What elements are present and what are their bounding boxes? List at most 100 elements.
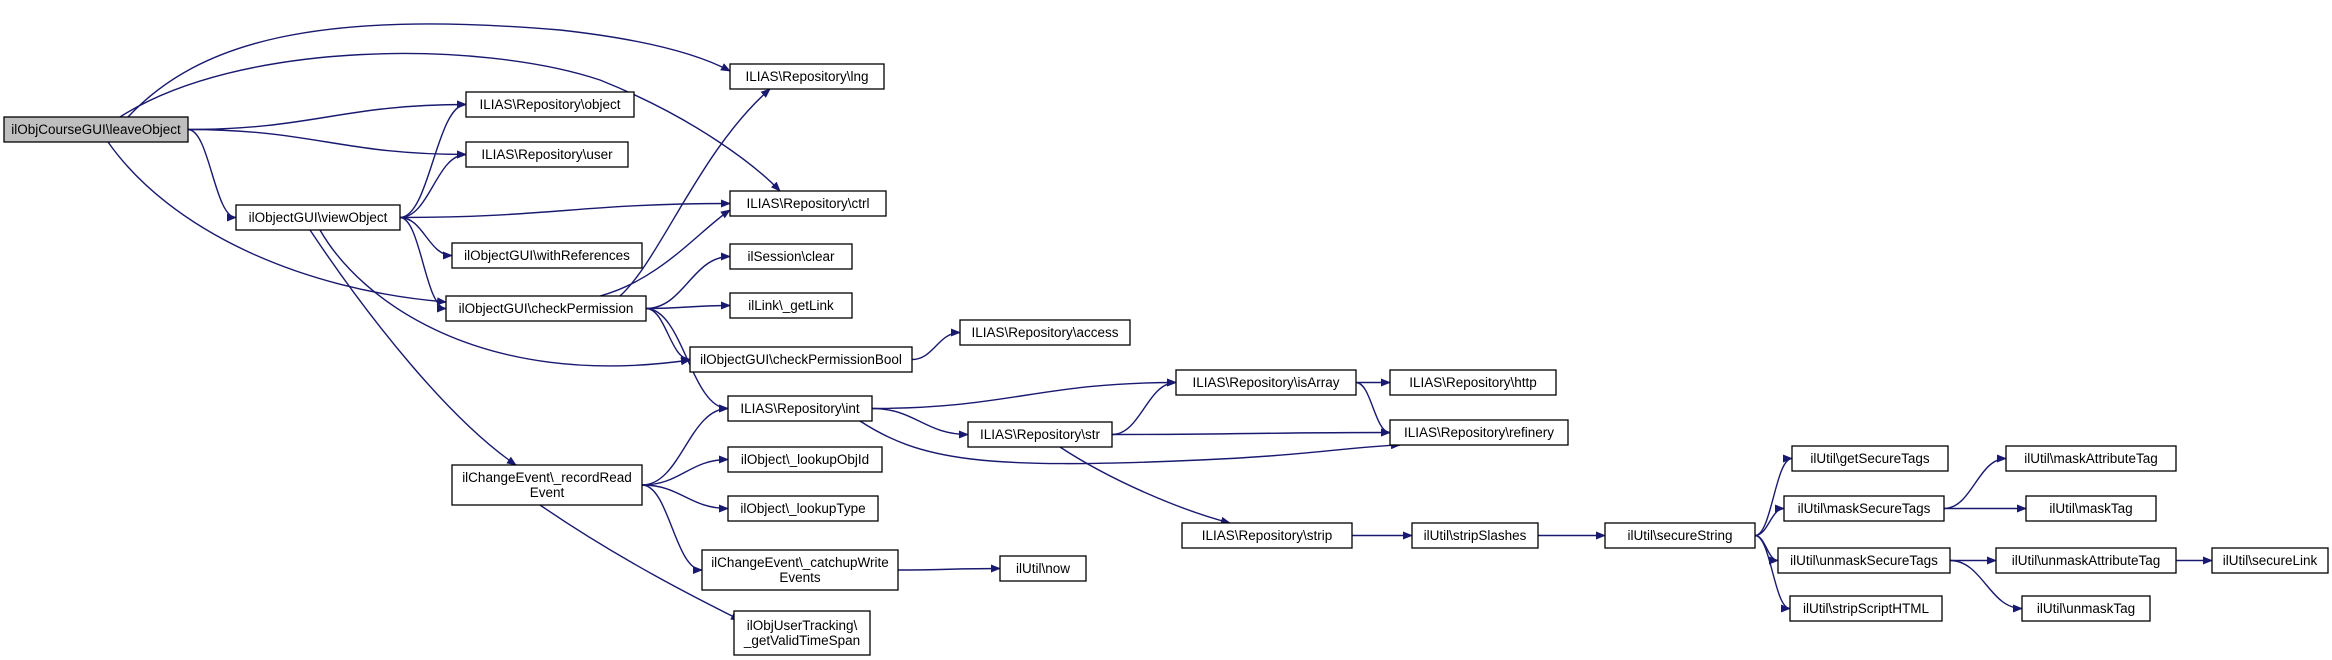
node-box (1175, 369, 1357, 396)
function-node-secureString[interactable]: ilUtil\secureString (1604, 522, 1756, 549)
function-node-now[interactable]: ilUtil\now (999, 555, 1087, 582)
function-node-access[interactable]: ILIAS\Repository\access (959, 319, 1131, 346)
node-label: ILIAS\Repository\int (740, 401, 860, 416)
node-box (1389, 419, 1569, 446)
call-edge-isArray-to-refinery (1355, 381, 1391, 437)
node-box (729, 63, 885, 90)
node-label: ILIAS\Repository\strip (1202, 528, 1333, 543)
node-label: ilObjectGUI\checkPermission (459, 301, 634, 316)
function-node-unmaskSecureTags[interactable]: ilUtil\unmaskSecureTags (1777, 547, 1951, 574)
function-node-str[interactable]: ILIAS\Repository\str (967, 421, 1113, 448)
function-node-maskTag[interactable]: ilUtil\maskTag (2025, 495, 2157, 522)
call-edge-path (1059, 446, 1231, 525)
function-node-refinery[interactable]: ILIAS\Repository\refinery (1389, 419, 1569, 446)
node-label: ilLink\_getLink (748, 298, 834, 313)
node-box (729, 292, 853, 319)
function-node-user[interactable]: ILIAS\Repository\user (465, 141, 629, 168)
node-box (465, 91, 635, 118)
call-edge-path (1943, 454, 2007, 510)
call-edge-path (309, 229, 517, 466)
call-edge-path (187, 128, 467, 159)
function-node-sessionClear[interactable]: ilSession\clear (729, 243, 853, 270)
function-node-maskAttributeTag[interactable]: ilUtil\maskAttributeTag (2005, 445, 2177, 472)
node-label: ilUtil\maskAttributeTag (2024, 451, 2158, 466)
node-label: ilObject\_lookupType (740, 501, 865, 516)
node-box (2211, 547, 2329, 574)
call-edge-leaveObject-to-object (187, 100, 467, 131)
call-edge-secureString-to-getSecureTags (1754, 454, 1793, 537)
call-edge-checkPermission-to-lng (619, 88, 771, 297)
call-edge-path (399, 100, 467, 219)
call-edge-path (399, 150, 467, 219)
call-edge-str-to-isArray (1111, 378, 1177, 436)
function-node-getLink[interactable]: ilLink\_getLink (729, 292, 853, 319)
node-box (1783, 495, 1945, 522)
node-box (1777, 547, 1951, 574)
node-box (701, 549, 899, 591)
function-node-checkPermissionBool[interactable]: ilObjectGUI\checkPermissionBool (689, 346, 913, 373)
function-node-stripScriptHTML[interactable]: ilUtil\stripScriptHTML (1789, 595, 1943, 622)
call-edge-path (645, 307, 729, 413)
function-node-leaveObject[interactable]: ilObjCourseGUI\leaveObject (3, 116, 189, 143)
call-edge-path (539, 504, 741, 621)
node-label: ILIAS\Repository\http (1409, 375, 1537, 390)
node-label: ilObjectGUI\withReferences (464, 248, 630, 263)
edge-layer (107, 23, 2213, 621)
node-label: Events (779, 570, 821, 585)
function-node-viewObject[interactable]: ilObjectGUI\viewObject (235, 204, 401, 231)
call-edge-path (871, 378, 1177, 410)
node-box (727, 446, 883, 473)
call-edge-path (1754, 534, 1791, 613)
call-edge-path (641, 455, 729, 486)
function-node-maskSecureTags[interactable]: ilUtil\maskSecureTags (1783, 495, 1945, 522)
node-label: ilUtil\maskSecureTags (1798, 501, 1931, 516)
function-node-unmaskAttributeTag[interactable]: ilUtil\unmaskAttributeTag (1995, 547, 2177, 574)
node-label: ilObjCourseGUI\leaveObject (11, 122, 181, 137)
node-box (451, 242, 643, 269)
function-node-unmaskTag[interactable]: ilUtil\unmaskTag (2021, 595, 2151, 622)
function-node-lookupType[interactable]: ilObject\_lookupType (727, 495, 879, 522)
call-edge-path (911, 328, 961, 361)
call-edge-path (1754, 454, 1793, 537)
call-edge-path (187, 128, 237, 222)
node-label: ilUtil\stripSlashes (1424, 528, 1527, 543)
call-edge-recordReadEvent-to-catchupWriteEvents (641, 484, 703, 574)
function-node-http[interactable]: ILIAS\Repository\http (1389, 369, 1557, 396)
function-node-isArray[interactable]: ILIAS\Repository\isArray (1175, 369, 1357, 396)
node-label: ilObject\_lookupObjId (741, 452, 869, 467)
function-node-object[interactable]: ILIAS\Repository\object (465, 91, 635, 118)
function-node-stripSlashes[interactable]: ilUtil\stripSlashes (1411, 522, 1539, 549)
call-edge-checkPermission-to-ctrl (599, 209, 731, 297)
node-label: ilChangeEvent\_catchupWrite (711, 555, 889, 570)
node-box (729, 190, 887, 217)
function-node-secureLink[interactable]: ilUtil\secureLink (2211, 547, 2329, 574)
call-edge-path (1949, 559, 2023, 613)
function-node-int[interactable]: ILIAS\Repository\int (727, 395, 873, 422)
function-node-checkPermission[interactable]: ilObjectGUI\checkPermission (445, 295, 647, 322)
call-edge-viewObject-to-user (399, 150, 467, 219)
function-node-strip[interactable]: ILIAS\Repository\strip (1181, 522, 1353, 549)
node-label: Event (530, 485, 565, 500)
node-box (727, 395, 873, 422)
node-label: ilUtil\now (1016, 561, 1070, 576)
function-node-getSecureTags[interactable]: ilUtil\getSecureTags (1791, 445, 1949, 472)
function-node-withReferences[interactable]: ilObjectGUI\withReferences (451, 242, 643, 269)
node-label: ilObjUserTracking\ (747, 618, 858, 633)
call-edge-path (1754, 534, 1779, 565)
node-label: ilUtil\maskTag (2049, 501, 2132, 516)
function-node-lookupObjId[interactable]: ilObject\_lookupObjId (727, 446, 883, 473)
call-edge-catchupWriteEvents-to-now (897, 564, 1001, 573)
node-label: ILIAS\Repository\ctrl (746, 196, 869, 211)
node-box (2021, 595, 2151, 622)
node-label: ilUtil\unmaskTag (2037, 601, 2135, 616)
call-edge-path (399, 216, 447, 313)
function-node-getValidTimeSpan[interactable]: ilObjUserTracking\_getValidTimeSpan (733, 610, 871, 656)
function-node-ctrl[interactable]: ILIAS\Repository\ctrl (729, 190, 887, 217)
function-node-lng[interactable]: ILIAS\Repository\lng (729, 63, 885, 90)
call-edge-recordReadEvent-to-lookupObjId (641, 455, 729, 486)
node-label: ilObjectGUI\viewObject (249, 210, 388, 225)
node-box (727, 495, 879, 522)
call-edge-path (641, 404, 729, 486)
